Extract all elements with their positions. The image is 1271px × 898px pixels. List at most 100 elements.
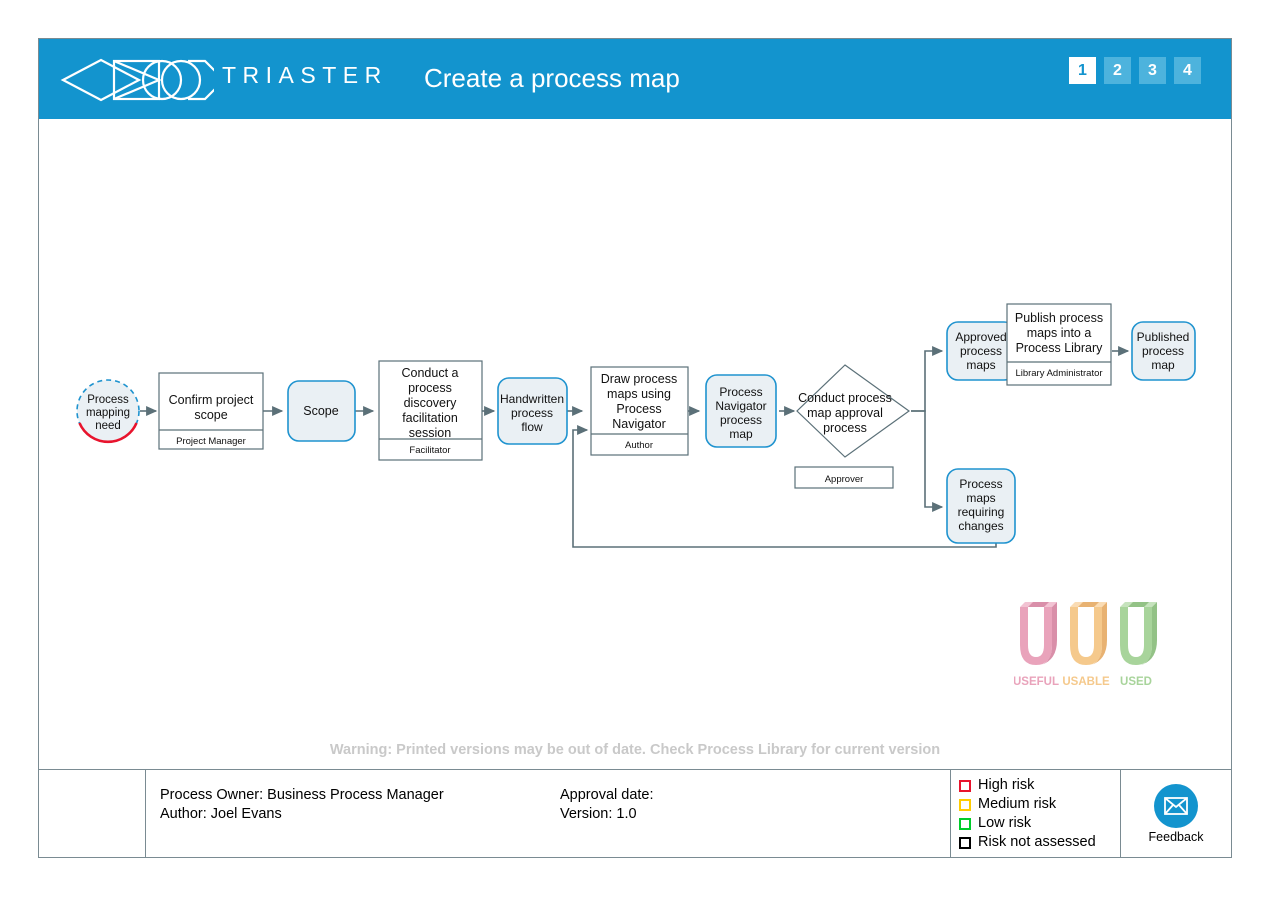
- svg-text:Conduct process: Conduct process: [798, 391, 892, 405]
- svg-text:maps: maps: [966, 358, 995, 372]
- flow-node-conduct[interactable]: Conduct a process discovery facilitation…: [378, 360, 483, 461]
- svg-text:Navigator: Navigator: [612, 417, 666, 431]
- svg-text:Publish process: Publish process: [1015, 311, 1103, 325]
- svg-text:maps: maps: [966, 491, 995, 505]
- svg-text:Draw process: Draw process: [601, 372, 677, 386]
- process-map-page: TRIASTER Create a process map 1 2 3 4: [38, 38, 1232, 858]
- risk-label-high: High risk: [978, 777, 1035, 793]
- svg-text:maps using: maps using: [607, 387, 671, 401]
- page-button-4[interactable]: 4: [1174, 57, 1201, 84]
- flow-node-draw[interactable]: Draw process maps using Process Navigato…: [590, 366, 689, 456]
- flow-node-approval-role: Approver: [825, 474, 864, 485]
- flow-node-draw-role: Author: [625, 440, 653, 451]
- decision-diamond-shape: [796, 364, 911, 458]
- risk-legend-row-high: High risk: [959, 776, 1120, 795]
- svg-text:Handwritten: Handwritten: [500, 392, 564, 406]
- risk-legend-row-medium: Medium risk: [959, 795, 1120, 814]
- svg-text:Process: Process: [719, 385, 762, 399]
- risk-legend-row-none: Risk not assessed: [959, 833, 1120, 852]
- svg-text:Navigator: Navigator: [715, 399, 766, 413]
- svg-text:Process: Process: [959, 477, 1002, 491]
- svg-text:maps into a: maps into a: [1027, 326, 1092, 340]
- envelope-icon: [1164, 796, 1188, 815]
- risk-label-medium: Medium risk: [978, 796, 1057, 812]
- author-text: Author: Joel Evans: [160, 806, 282, 822]
- svg-text:flow: flow: [521, 420, 543, 434]
- svg-text:Approved: Approved: [955, 330, 1006, 344]
- risk-swatch-none-icon: [959, 836, 971, 849]
- page-header: TRIASTER Create a process map 1 2 3 4: [39, 39, 1231, 119]
- svg-text:Process: Process: [616, 402, 661, 416]
- flow-node-changes[interactable]: Process maps requiring changes: [946, 468, 1016, 544]
- uuu-label-usable: USABLE: [1062, 676, 1110, 688]
- svg-text:changes: changes: [958, 519, 1003, 533]
- svg-text:Published: Published: [1137, 330, 1190, 344]
- risk-swatch-low-icon: [959, 817, 971, 830]
- flow-node-navmap[interactable]: Process Navigator process map: [705, 374, 777, 448]
- flow-node-start-label-1: Process: [87, 394, 129, 406]
- footer-approval-column: Approval date: Version: 1.0: [560, 786, 860, 857]
- svg-text:need: need: [95, 420, 121, 432]
- svg-text:Scope: Scope: [303, 404, 338, 418]
- svg-text:process: process: [511, 406, 553, 420]
- svg-text:process: process: [1142, 344, 1184, 358]
- start-node-accent: [78, 422, 138, 444]
- risk-legend: High risk Medium risk Low risk Risk not …: [951, 770, 1121, 857]
- print-warning-text: Warning: Printed versions may be out of …: [329, 742, 941, 758]
- flow-node-scope[interactable]: Scope: [287, 380, 356, 442]
- flowchart-svg: Process mapping need Confirm project sco…: [76, 303, 1196, 548]
- uuu-glyph-useful: [1020, 602, 1057, 665]
- flow-node-conduct-role: Facilitator: [409, 445, 450, 456]
- svg-text:map: map: [1151, 358, 1175, 372]
- flow-node-publish-role: Library Administrator: [1015, 368, 1102, 379]
- svg-text:scope: scope: [194, 408, 227, 422]
- uuu-glyph-usable: [1070, 602, 1107, 665]
- flow-node-approval[interactable]: Conduct process map approval process App…: [794, 364, 911, 489]
- risk-swatch-high-icon: [959, 779, 971, 792]
- flow-node-publish[interactable]: Publish process maps into a Process Libr…: [1006, 303, 1112, 386]
- footer-metadata: Process Owner: Business Process Manager …: [146, 770, 951, 857]
- feedback-label: Feedback: [1148, 829, 1204, 844]
- footer-blank-cell: [39, 770, 146, 857]
- uuu-label-useful: USEFUL: [1014, 676, 1059, 688]
- svg-text:process: process: [960, 344, 1002, 358]
- flow-node-confirm[interactable]: Confirm project scope Project Manager: [158, 372, 264, 450]
- svg-text:facilitation: facilitation: [402, 411, 458, 425]
- risk-legend-row-low: Low risk: [959, 814, 1120, 833]
- flow-node-start[interactable]: Process mapping need: [76, 379, 140, 444]
- flow-node-handwritten[interactable]: Handwritten process flow: [497, 377, 568, 445]
- page-button-3[interactable]: 3: [1139, 57, 1166, 84]
- svg-text:requiring: requiring: [958, 505, 1005, 519]
- approval-date-text: Approval date:: [560, 787, 654, 803]
- triaster-logo-icon: [59, 56, 219, 104]
- page-number-nav: 1 2 3 4: [1069, 57, 1201, 84]
- version-text: Version: 1.0: [560, 806, 637, 822]
- feedback-button[interactable]: Feedback: [1121, 770, 1231, 857]
- svg-text:discovery: discovery: [404, 396, 458, 410]
- footer-owner-column: Process Owner: Business Process Manager …: [160, 786, 560, 857]
- feedback-circle[interactable]: [1154, 783, 1198, 828]
- svg-text:map approval: map approval: [807, 406, 883, 420]
- page-button-2[interactable]: 2: [1104, 57, 1131, 84]
- useful-usable-used-logo: USEFUL USABLE USED: [1013, 601, 1164, 691]
- page-footer: Process Owner: Business Process Manager …: [39, 769, 1231, 857]
- svg-text:map: map: [729, 427, 753, 441]
- uuu-glyph-used: [1120, 602, 1157, 665]
- page-button-1[interactable]: 1: [1069, 57, 1096, 84]
- process-owner-text: Process Owner: Business Process Manager: [160, 787, 444, 803]
- page-title: Create a process map: [424, 63, 680, 93]
- svg-text:session: session: [409, 426, 451, 440]
- brand-name: TRIASTER: [222, 62, 388, 88]
- svg-text:Conduct a: Conduct a: [402, 366, 459, 380]
- svg-text:Confirm project: Confirm project: [169, 393, 254, 407]
- svg-text:Process Library: Process Library: [1016, 341, 1104, 355]
- uuu-label-used: USED: [1120, 676, 1152, 688]
- flow-node-confirm-role: Project Manager: [176, 436, 246, 447]
- svg-text:process: process: [408, 381, 452, 395]
- flow-node-approved[interactable]: Approved process maps: [946, 321, 1016, 381]
- risk-label-none: Risk not assessed: [978, 834, 1096, 850]
- svg-text:process: process: [823, 421, 867, 435]
- svg-text:mapping: mapping: [86, 407, 130, 419]
- flow-node-published[interactable]: Published process map: [1131, 321, 1196, 381]
